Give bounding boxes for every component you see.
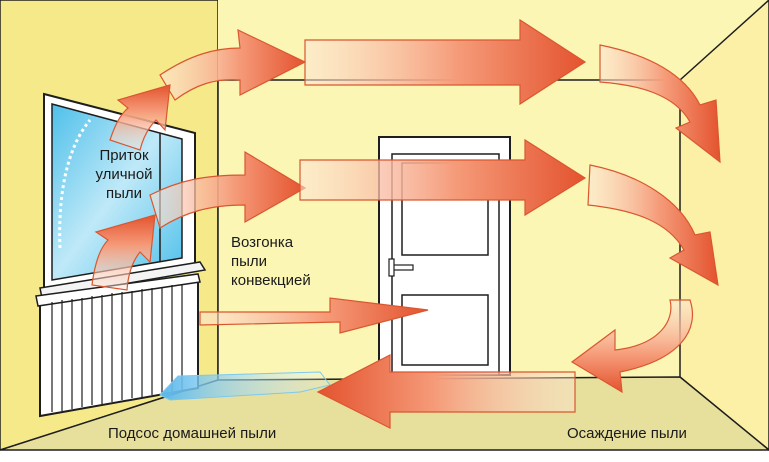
suction-stream <box>159 371 331 401</box>
arrow-top-right-curve <box>599 44 721 164</box>
right-wall <box>679 0 769 451</box>
arrow-up-window-top <box>109 84 171 151</box>
arrow-mid-middle <box>299 138 587 217</box>
arrow-right-down-curve <box>570 299 694 394</box>
label-street-dust-inflow: Приток уличной пыли <box>95 147 153 202</box>
arrow-up-window-bottom <box>91 214 156 291</box>
arrow-top-middle <box>304 18 587 106</box>
arrow-mid-right-curve <box>587 164 719 287</box>
arrow-convection <box>199 297 429 334</box>
radiator <box>35 273 201 418</box>
arrow-floor-left <box>316 354 576 429</box>
label-dust-settling: Осаждение пыли <box>567 425 687 442</box>
label-convection-sublimation: Возгонка пыли конвекцией <box>231 234 311 289</box>
label-house-dust-suction: Подсос домашней пыли <box>108 425 277 442</box>
arrow-inflow-stream <box>58 119 92 249</box>
arrow-mid-left <box>149 150 307 229</box>
